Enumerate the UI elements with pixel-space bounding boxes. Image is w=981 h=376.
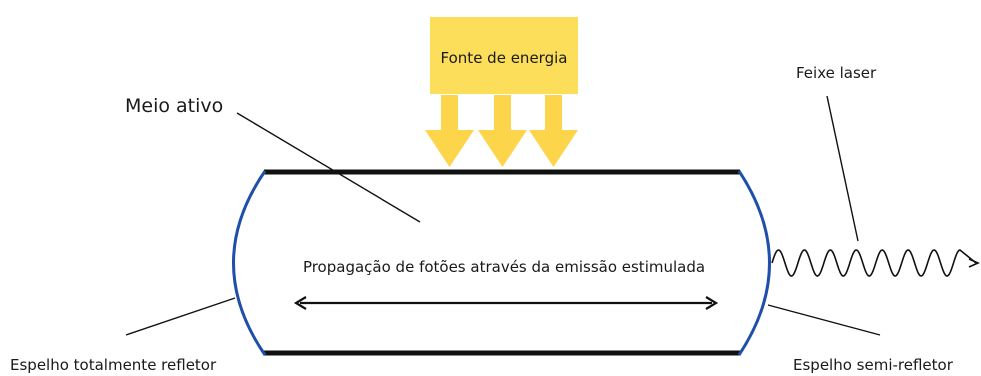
energy-source-label: Fonte de energia bbox=[441, 49, 568, 67]
energy-arrow-1 bbox=[425, 95, 474, 167]
active-medium-leader bbox=[236, 112, 421, 223]
propagation-double-arrow bbox=[293, 296, 719, 310]
active-medium-label: Meio ativo bbox=[125, 95, 223, 117]
laser-beam-label: Feixe laser bbox=[796, 64, 877, 82]
energy-arrow-2 bbox=[478, 95, 527, 167]
laser-wave bbox=[771, 249, 977, 277]
semi-reflector-mirror bbox=[737, 170, 771, 356]
propagation-label: Propagação de fotões através da emissão … bbox=[303, 258, 705, 276]
total-mirror-leader bbox=[125, 297, 236, 336]
energy-source-box bbox=[430, 17, 578, 94]
laser-wave-arrowhead bbox=[968, 258, 980, 268]
energy-arrow-3 bbox=[529, 95, 578, 167]
total-mirror-label: Espelho totalmente refletor bbox=[10, 356, 217, 374]
semi-mirror-label: Espelho semi-refletor bbox=[793, 356, 954, 374]
total-reflector-mirror bbox=[232, 170, 267, 356]
laser-beam-leader bbox=[826, 95, 859, 242]
energy-arrows bbox=[425, 95, 578, 167]
semi-mirror-leader bbox=[767, 304, 881, 336]
